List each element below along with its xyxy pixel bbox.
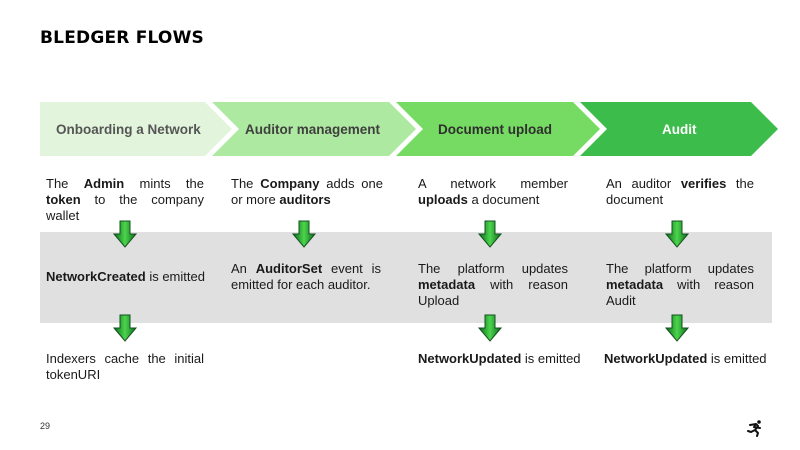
text-run: is emitted xyxy=(521,351,581,366)
col1-result-text: Indexers cache the initial tokenURI xyxy=(46,351,204,383)
text-run: is emitted xyxy=(145,269,205,284)
bold-term: NetworkUpdated xyxy=(418,351,522,366)
bold-term: NetworkUpdated xyxy=(604,351,708,366)
text-run: An auditor xyxy=(606,176,681,191)
bold-term: Company xyxy=(260,176,320,191)
text-run: An xyxy=(231,261,256,276)
page-title: BLEDGER FLOWS xyxy=(40,28,204,48)
bold-term: auditors xyxy=(279,192,331,207)
stage-chevron-audit xyxy=(580,102,778,156)
down-arrow-icon xyxy=(113,220,137,248)
text-run: mints the xyxy=(124,176,205,191)
text-run: event is emitted for each auditor. xyxy=(231,261,381,292)
down-arrow-icon xyxy=(292,220,316,248)
bold-term: metadata xyxy=(418,277,476,292)
text-run: is emitted xyxy=(707,351,767,366)
text-run: A network member xyxy=(418,176,568,191)
text-run: with reason Upload xyxy=(418,277,568,308)
running-figure-logo-icon xyxy=(747,420,761,437)
col2-event-text: An AuditorSet event is emitted for each … xyxy=(231,261,381,293)
down-arrow-icon xyxy=(665,220,689,248)
col1-action-text: The Admin mints the token to the company… xyxy=(46,176,204,224)
text-run: the document xyxy=(606,176,755,207)
down-arrow-icon xyxy=(478,220,502,248)
col3-action-text: A network member uploads a document xyxy=(418,176,568,208)
col1-event-text: NetworkCreated is emitted xyxy=(46,269,216,285)
text-run: The xyxy=(231,176,261,191)
text-run: a document xyxy=(467,192,540,207)
down-arrow-icon xyxy=(113,314,137,342)
page-number: 29 xyxy=(40,421,51,431)
bold-term: uploads xyxy=(418,192,468,207)
stage-chevron-auditor-management xyxy=(212,102,416,156)
stage-chevron-onboarding xyxy=(40,102,232,156)
text-run: The platform updates xyxy=(606,261,754,276)
bold-term: AuditorSet xyxy=(255,261,323,276)
text-run: to the company wallet xyxy=(46,192,204,223)
col4-result-text: NetworkUpdated is emitted xyxy=(604,351,779,367)
col3-event-text: The platform updates metadata with reaso… xyxy=(418,261,568,309)
bold-term: verifies xyxy=(680,176,727,191)
down-arrow-icon xyxy=(478,314,502,342)
bold-term: token xyxy=(46,192,81,207)
process-chevron-flow xyxy=(40,102,778,156)
bold-term: NetworkCreated xyxy=(46,269,146,284)
col4-action-text: An auditor verifies the document xyxy=(606,176,754,208)
bold-term: metadata xyxy=(606,277,664,292)
text-run: adds one or more xyxy=(231,176,383,207)
col4-event-text: The platform updates metadata with reaso… xyxy=(606,261,754,309)
text-run: Indexers cache the initial tokenURI xyxy=(46,351,204,382)
bold-term: Admin xyxy=(83,176,125,191)
text-run: The platform updates xyxy=(418,261,568,276)
text-run: The xyxy=(46,176,84,191)
col2-action-text: The Company adds one or more auditors xyxy=(231,176,383,208)
down-arrow-icon xyxy=(665,314,689,342)
text-run: with reason Audit xyxy=(606,277,754,308)
col3-result-text: NetworkUpdated is emitted xyxy=(418,351,593,367)
event-band xyxy=(40,232,772,323)
stage-chevron-document-upload xyxy=(396,102,600,156)
